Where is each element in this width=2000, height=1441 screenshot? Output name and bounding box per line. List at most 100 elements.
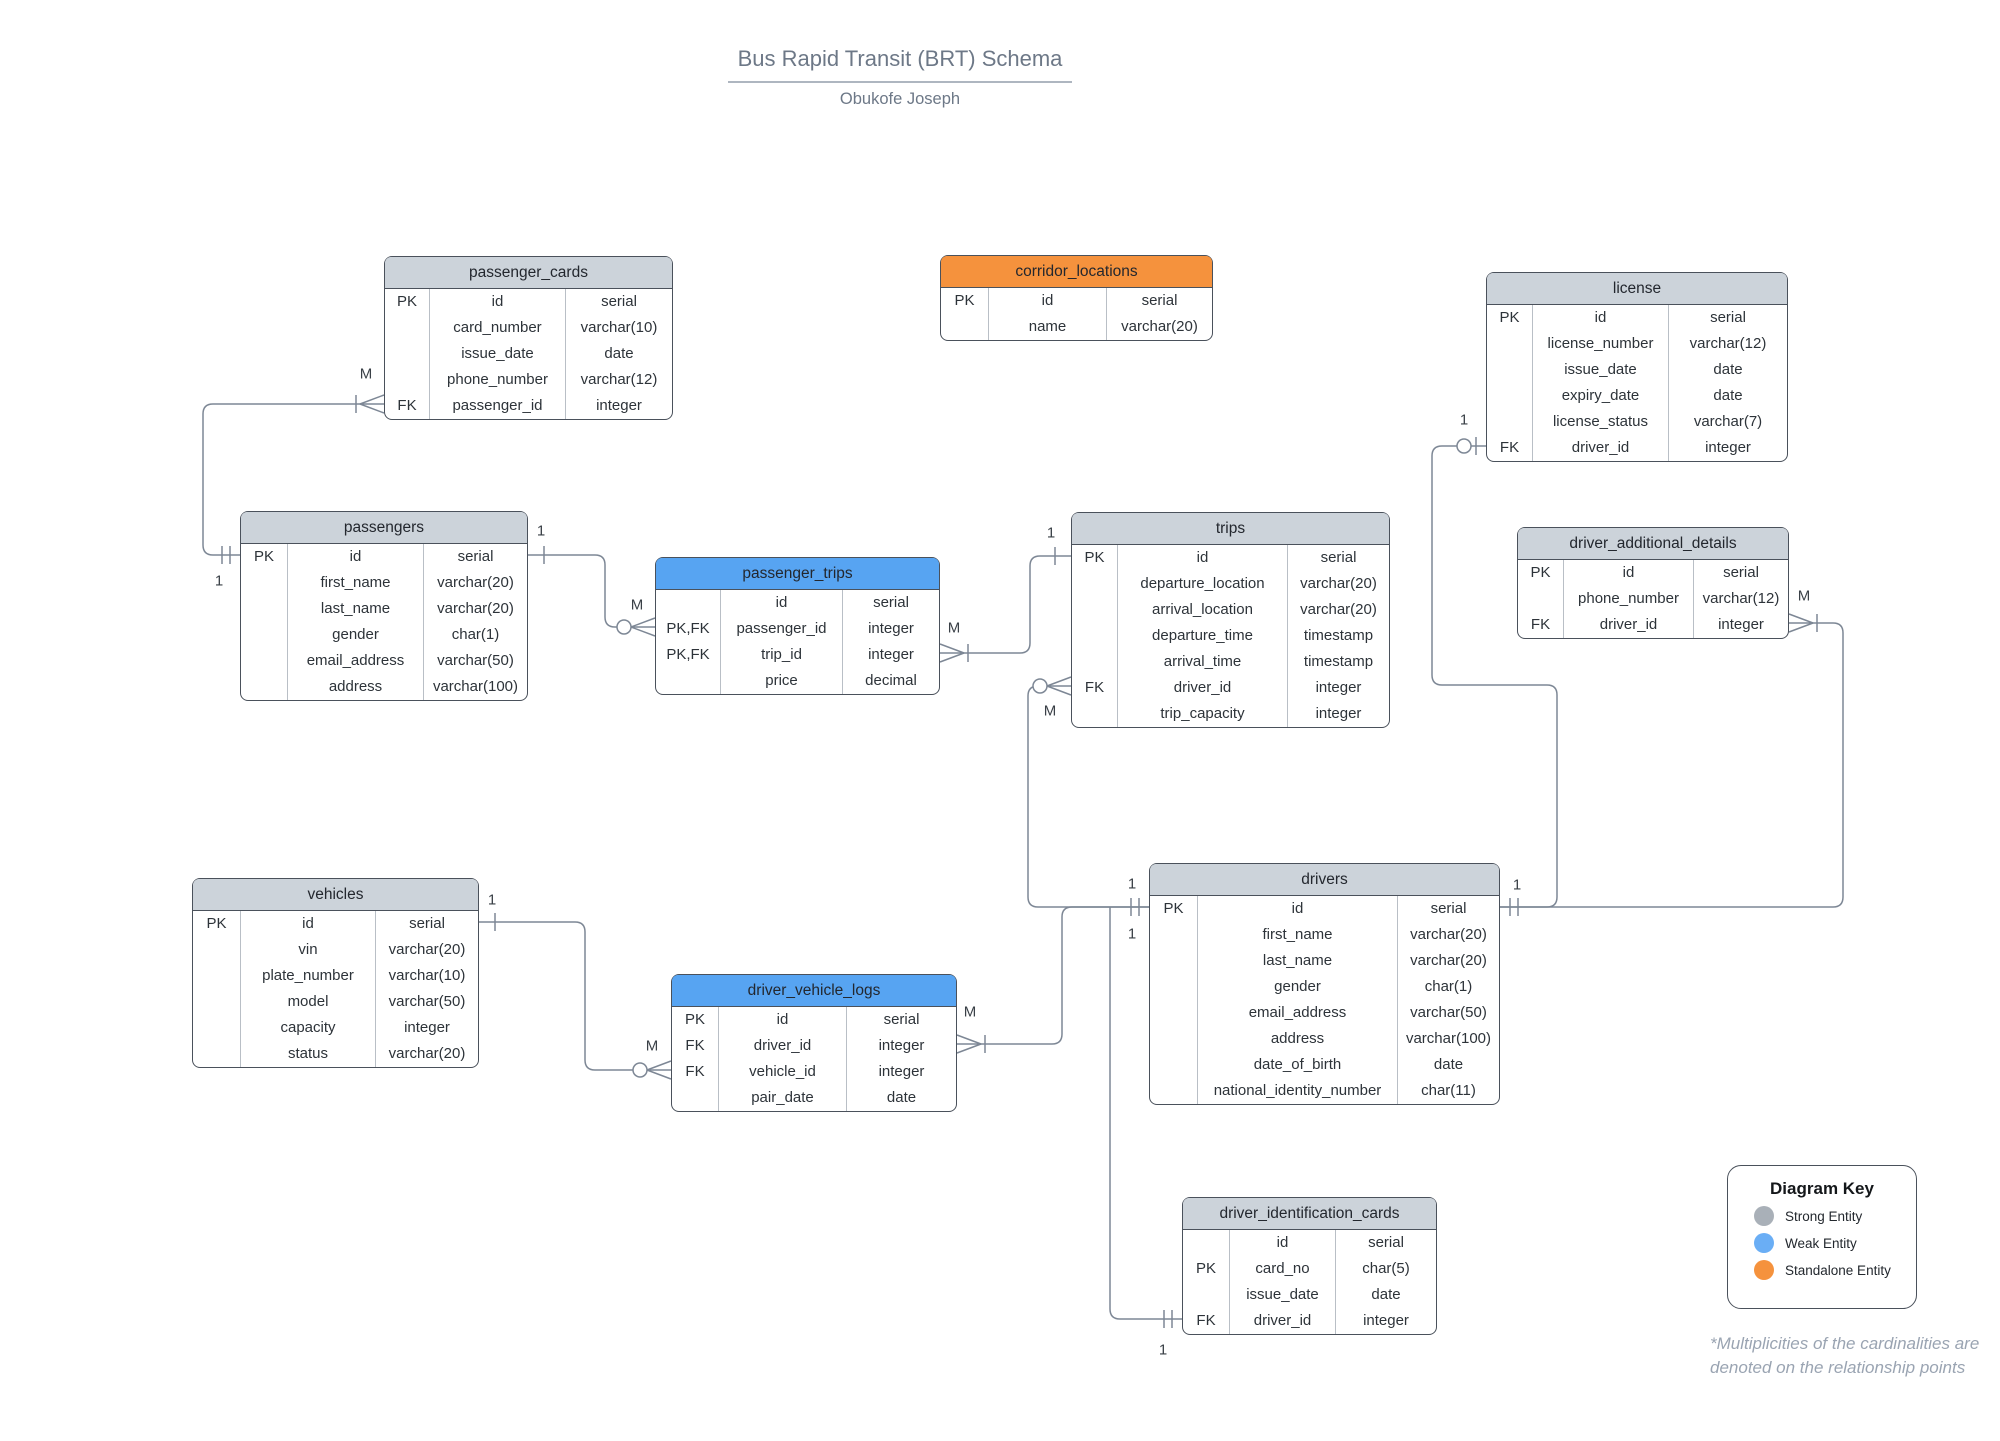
key-flag: PK,FK xyxy=(656,642,721,668)
field-name: capacity xyxy=(241,1015,376,1041)
key-flag: FK xyxy=(385,393,430,419)
field-type: varchar(7) xyxy=(1693,413,1763,430)
key-flag: PK xyxy=(1518,560,1564,586)
field-type: date xyxy=(1371,1286,1401,1303)
cardinality-label: M xyxy=(359,365,373,383)
key-flag xyxy=(193,989,241,1015)
page-title: Bus Rapid Transit (BRT) Schema xyxy=(727,46,1073,83)
cardinality-label: M xyxy=(645,1037,659,1055)
field-name: license_status xyxy=(1533,409,1669,435)
field-name: trip_id xyxy=(721,642,843,668)
field-type: integer xyxy=(868,620,914,637)
field-name: email_address xyxy=(288,648,424,674)
field-name: driver_id xyxy=(1564,612,1694,638)
entity-title: drivers xyxy=(1150,864,1499,896)
field-type: char(1) xyxy=(451,626,500,643)
field-type: varchar(100) xyxy=(432,678,519,695)
field-name: id xyxy=(288,544,424,570)
key-flag: FK xyxy=(1072,675,1118,701)
field-type: integer xyxy=(1363,1312,1409,1329)
field-name: id xyxy=(1118,545,1288,571)
relationship-passenger_trips-trips xyxy=(940,555,1071,654)
entity-row: email_address varchar(50) xyxy=(241,648,527,674)
diagram-key-title: Diagram Key xyxy=(1770,1179,1874,1198)
field-type: integer xyxy=(596,397,642,414)
key-flag xyxy=(1487,383,1533,409)
field-name: date_of_birth xyxy=(1198,1052,1398,1078)
field-type: varchar(20) xyxy=(437,574,514,591)
field-type: serial xyxy=(1430,900,1467,917)
field-type: integer xyxy=(1705,439,1751,456)
field-name: issue_date xyxy=(1533,357,1669,383)
field-type: varchar(20) xyxy=(1121,318,1198,335)
entity-title: license xyxy=(1487,273,1787,305)
field-type: char(11) xyxy=(1421,1082,1476,1099)
entity-title: corridor_locations xyxy=(941,256,1212,288)
entity-title: driver_identification_cards xyxy=(1183,1198,1436,1230)
field-type: date xyxy=(886,1089,917,1106)
field-type: char(5) xyxy=(1362,1260,1410,1277)
key-flag: PK xyxy=(941,288,989,314)
field-type: serial xyxy=(1710,309,1746,326)
entity-title: passenger_cards xyxy=(385,257,672,289)
one-many-icon xyxy=(1788,613,1818,633)
field-name: first_name xyxy=(1198,922,1398,948)
field-name: last_name xyxy=(288,596,424,622)
field-type: date xyxy=(604,345,634,362)
exactly-one-icon xyxy=(1163,1310,1173,1328)
key-flag: PK xyxy=(385,289,430,315)
one-many-icon xyxy=(939,643,969,663)
field-type: date xyxy=(1713,361,1743,378)
field-name: passenger_id xyxy=(430,393,566,419)
field-name: national_identity_number xyxy=(1198,1078,1398,1104)
field-type: varchar(50) xyxy=(437,652,514,669)
key-flag xyxy=(1150,1000,1198,1026)
field-name: departure_location xyxy=(1118,571,1288,597)
cardinality-label: 1 xyxy=(1512,876,1522,894)
field-type: serial xyxy=(1368,1234,1404,1251)
key-flag xyxy=(656,668,721,694)
key-flag xyxy=(241,648,288,674)
field-name: license_number xyxy=(1533,331,1669,357)
key-flag xyxy=(672,1085,719,1111)
entity-title: trips xyxy=(1072,513,1389,545)
key-flag xyxy=(1183,1230,1230,1256)
field-name: vehicle_id xyxy=(719,1059,847,1085)
key-flag xyxy=(1518,586,1564,612)
key-flag xyxy=(241,570,288,596)
key-flag: PK xyxy=(1072,545,1118,571)
key-flag: FK xyxy=(1183,1308,1230,1334)
entity-row: license_status varchar(7) xyxy=(1487,409,1787,435)
key-flag: FK xyxy=(1518,612,1564,638)
field-name: price xyxy=(721,668,843,694)
field-type: serial xyxy=(409,915,445,932)
one-many-icon xyxy=(355,394,385,414)
key-flag xyxy=(193,1015,241,1041)
